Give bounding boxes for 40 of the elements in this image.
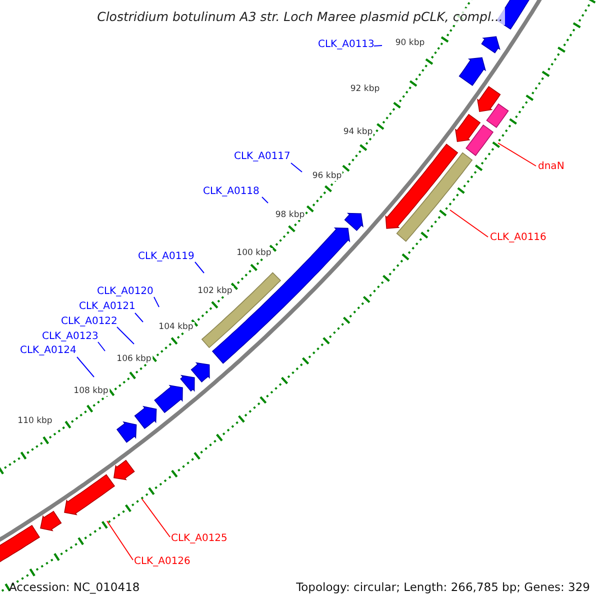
tick-label: 102 kbp	[196, 286, 234, 296]
tick-label: 106 kbp	[116, 354, 152, 364]
leader-line	[290, 162, 302, 172]
gene-label: CLK_A0119	[138, 251, 194, 262]
leader-line	[116, 326, 134, 344]
gene-label: CLK_A0120	[97, 286, 154, 297]
tick-label: 98 kbp	[274, 210, 306, 220]
gene-label: CLK_A0124	[20, 345, 76, 356]
leader-line	[374, 45, 382, 46]
leader-line	[134, 312, 144, 322]
tick-label: 90 kbp	[394, 38, 426, 48]
leader-line	[106, 520, 134, 560]
leader-line	[498, 142, 536, 166]
tick-label: 92 kbp	[349, 84, 381, 94]
gene-label: dnaN	[538, 161, 564, 172]
gene-label: CLK_A0116	[490, 232, 546, 243]
leader-line	[450, 210, 488, 238]
gene-label: CLK_A0125	[171, 533, 228, 544]
tick-label: 94 kbp	[342, 127, 374, 137]
tick-label: 110 kbp	[16, 416, 54, 426]
leader-line	[142, 498, 170, 538]
tick-label: 104 kbp	[158, 322, 194, 332]
accession-text: Accession: NC_010418	[9, 580, 140, 594]
leader-line	[76, 356, 94, 378]
gene-label: CLK_A0126	[134, 556, 190, 567]
tick-label: 108 kbp	[72, 386, 110, 396]
gene-label: CLK_A0118	[203, 186, 260, 197]
gene-label: CLK_A0121	[79, 301, 136, 312]
summary-text: Topology: circular; Length: 266,785 bp; Genes: 329	[296, 580, 590, 594]
tick-label: 100 kbp	[236, 248, 272, 258]
title: Clostridium botulinum A3 str. Loch Maree plasmid pCLK, compl...	[95, 8, 505, 25]
leader-line	[194, 262, 204, 274]
leader-line	[98, 342, 106, 352]
gene-label: CLK_A0123	[42, 331, 98, 342]
tick-label: 96 kbp	[311, 171, 343, 181]
gene-label: CLK_A0122	[61, 316, 118, 327]
leader-line	[154, 296, 160, 308]
gene-label: CLK_A0117	[234, 151, 290, 162]
gene-label: CLK_A0113	[318, 39, 374, 50]
leader-line	[262, 196, 268, 204]
